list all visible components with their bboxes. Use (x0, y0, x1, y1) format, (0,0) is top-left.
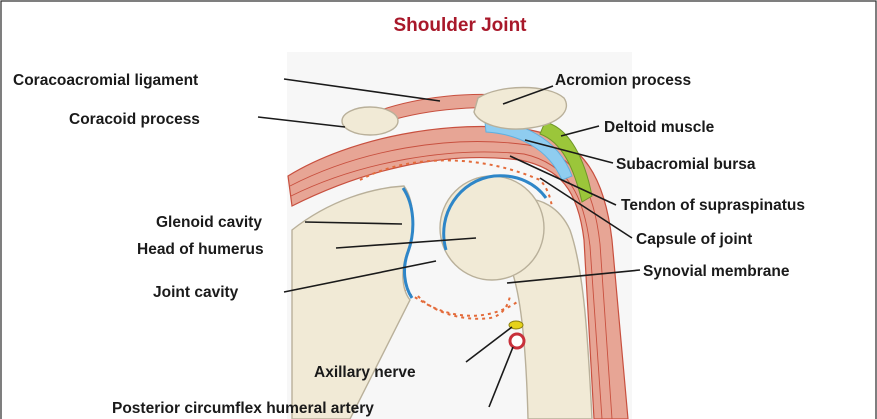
label-subacromial-bursa: Subacromial bursa (616, 156, 756, 173)
label-coracoid-process: Coracoid process (69, 111, 200, 128)
label-synovial-membrane: Synovial membrane (643, 263, 790, 280)
label-deltoid-muscle: Deltoid muscle (604, 119, 715, 136)
label-axillary-nerve: Axillary nerve (314, 364, 416, 381)
diagram-title: Shoulder Joint (394, 15, 528, 36)
label-acromion-process: Acromion process (555, 72, 691, 89)
posterior-circumflex-humeral-artery (510, 334, 524, 348)
label-posterior-circumflex-humeral-artery: Posterior circumflex humeral artery (112, 400, 374, 417)
label-head-of-humerus: Head of humerus (137, 241, 264, 258)
head-of-humerus (440, 176, 544, 280)
label-tendon-of-supraspinatus: Tendon of supraspinatus (621, 197, 805, 214)
label-glenoid-cavity: Glenoid cavity (156, 214, 262, 231)
label-joint-cavity: Joint cavity (153, 284, 239, 301)
label-capsule-of-joint: Capsule of joint (636, 231, 752, 248)
coracoid-process (342, 107, 398, 135)
label-coracoacromial-ligament: Coracoacromial ligament (13, 72, 198, 89)
